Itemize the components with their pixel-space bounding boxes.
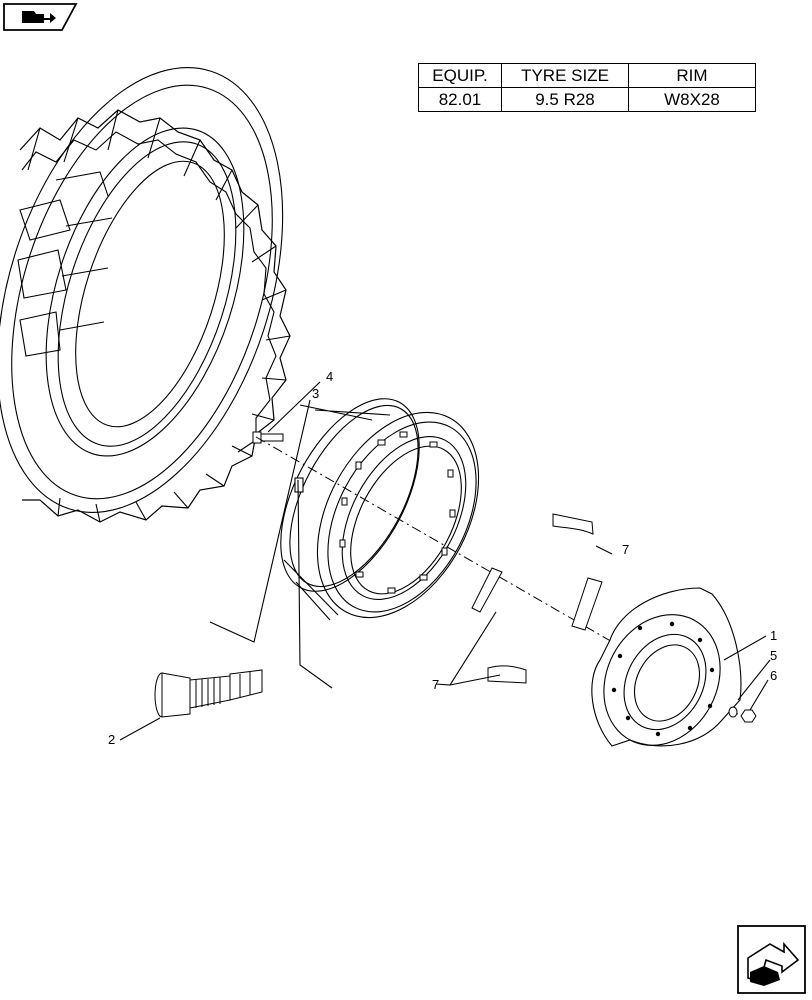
callout-6: 6 <box>770 668 777 683</box>
next-page-arrow-icon[interactable] <box>737 925 806 994</box>
cell-tyre-size: 9.5 R28 <box>501 87 629 112</box>
callout-7a: 7 <box>622 542 629 557</box>
leader-lines <box>119 381 771 741</box>
wheel-rim <box>280 398 480 621</box>
nuts <box>728 706 757 723</box>
spec-table-header-row: EQUIP. TYRE SIZE RIM <box>418 63 756 88</box>
wheel-disc <box>591 587 742 747</box>
spec-table-row: 82.01 9.5 R28 W8X28 <box>418 87 756 112</box>
callout-2: 2 <box>108 732 115 747</box>
callout-5: 5 <box>770 648 777 663</box>
header-equip: EQUIP. <box>418 63 502 88</box>
callout-7b: 7 <box>432 677 439 692</box>
cell-rim: W8X28 <box>628 87 756 112</box>
callout-3: 3 <box>312 386 319 401</box>
tyre <box>0 67 291 523</box>
header-tyre-size: TYRE SIZE <box>501 63 629 88</box>
cell-equip: 82.01 <box>418 87 502 112</box>
rim-clamps <box>471 513 603 684</box>
callout-4: 4 <box>326 369 333 384</box>
center-axis-line <box>255 436 749 721</box>
spec-table: EQUIP. TYRE SIZE RIM 82.01 9.5 R28 W8X28 <box>418 63 756 112</box>
book-arrow-icon[interactable] <box>3 3 78 31</box>
callout-1: 1 <box>770 628 777 643</box>
header-rim: RIM <box>628 63 756 88</box>
tyre-valve <box>154 669 263 718</box>
